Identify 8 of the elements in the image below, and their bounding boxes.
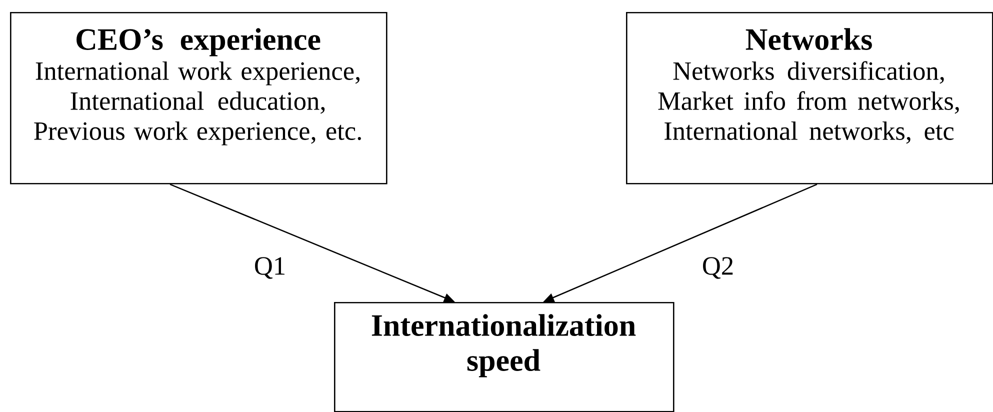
concept-box <box>334 302 674 412</box>
concept-text: CEO’s experience International work experience, International education, Previous work experience, etc. <box>34 28 361 146</box>
concept-box <box>10 12 388 184</box>
concept-text: Networks Networks diversification, Market info from networks, International networks, etc <box>658 28 959 144</box>
edge-label: Q2 <box>700 256 736 280</box>
concept-box <box>626 12 993 184</box>
edge-label: Q1 <box>252 256 288 280</box>
concept-text: Internationalization speed <box>372 314 636 378</box>
